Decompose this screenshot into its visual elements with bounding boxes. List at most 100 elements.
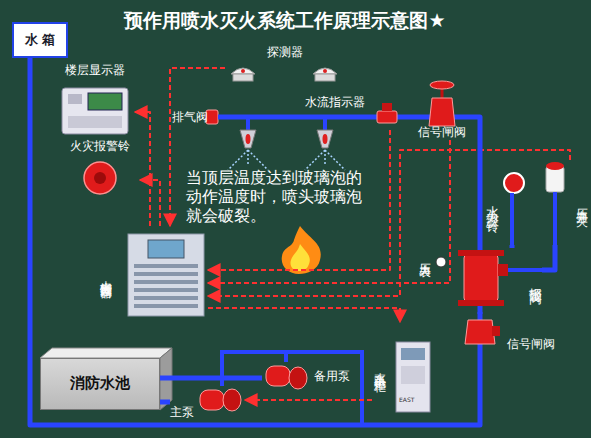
water-pipe bbox=[160, 376, 262, 381]
detector-group: 探测器 bbox=[225, 46, 345, 90]
water-pipe bbox=[510, 245, 515, 248]
fire-bell-dome bbox=[84, 162, 116, 194]
detector-led bbox=[241, 69, 245, 73]
water-pipe bbox=[160, 400, 170, 405]
sprinkler-drop bbox=[323, 117, 327, 130]
standby-pump: 备用泵 bbox=[262, 360, 350, 394]
node-label: 消防水池 bbox=[70, 375, 130, 392]
water-bell-dome bbox=[504, 173, 524, 193]
flow-indicator-body bbox=[377, 111, 397, 123]
node-label: 火灾报警控制器 bbox=[98, 271, 112, 278]
key-row bbox=[134, 264, 198, 268]
floor-display-screen bbox=[88, 93, 122, 110]
valve-handle bbox=[492, 326, 500, 336]
node-label: 报警阀 bbox=[527, 277, 542, 283]
signal-gate-valve: 信号闸阀 bbox=[410, 80, 474, 140]
signal-gate-valve: 信号闸阀 bbox=[455, 314, 555, 352]
pump-cabinet-body bbox=[396, 342, 430, 412]
node-label: 探测器 bbox=[267, 46, 303, 60]
spray-line bbox=[228, 150, 248, 170]
node-label: 水流指示器 bbox=[305, 96, 365, 110]
spray-line bbox=[305, 150, 325, 170]
node-label: 水 箱 bbox=[25, 33, 56, 48]
pool-top-face bbox=[40, 348, 172, 358]
alarm-valve-body bbox=[464, 254, 498, 302]
signal-line bbox=[208, 130, 390, 270]
water-pipe bbox=[478, 312, 483, 314]
sprinkler-head bbox=[317, 130, 333, 148]
pump-cabinet-panel bbox=[401, 366, 425, 384]
alarm-valve-flange bbox=[458, 300, 504, 306]
valve-handwheel bbox=[430, 81, 454, 89]
pump-outlet-pipe bbox=[284, 352, 288, 362]
signal-line bbox=[208, 150, 570, 296]
pump-outlet-pipe bbox=[222, 352, 362, 425]
smoke-detector-base bbox=[315, 74, 335, 81]
floor-display: 楼层显示器 bbox=[55, 64, 135, 138]
connector-group bbox=[30, 58, 570, 425]
sprinkler-drop bbox=[246, 117, 250, 130]
floor-display-panel bbox=[68, 116, 122, 128]
floor-display-keys bbox=[68, 94, 82, 104]
pump-cabinet-screen bbox=[401, 348, 425, 360]
detector-led bbox=[323, 69, 327, 73]
water-pipe bbox=[218, 115, 305, 120]
note-text: 当顶层温度达到玻璃泡的动作温度时，喷头玻璃泡就会破裂。 bbox=[186, 168, 366, 225]
node-label: 主泵 bbox=[170, 406, 194, 420]
fire-alarm-bell: 火灾报警铃 bbox=[60, 140, 140, 200]
fire-flame bbox=[282, 226, 321, 274]
gate-valve-body bbox=[465, 320, 495, 344]
smoke-detector bbox=[313, 68, 337, 74]
alarm-valve: 报警阀 bbox=[456, 248, 542, 312]
pressure-switch: 压力开关 bbox=[540, 160, 588, 245]
key-row bbox=[134, 288, 198, 292]
pressure-switch-cap bbox=[546, 162, 564, 170]
spray-line bbox=[247, 150, 249, 166]
exhaust-valve: 排气阀 bbox=[172, 105, 218, 131]
water-tank: 水 箱 bbox=[12, 22, 68, 58]
pipe bbox=[553, 192, 557, 245]
node-label: 信号闸阀 bbox=[418, 126, 466, 140]
pipe bbox=[510, 193, 514, 245]
pump-motor bbox=[266, 366, 290, 386]
controller-cabinet bbox=[128, 234, 204, 316]
floor-display-body bbox=[62, 88, 128, 134]
node-label: 压力表 bbox=[417, 254, 431, 257]
smoke-detector bbox=[231, 68, 255, 74]
controller-keypad bbox=[134, 264, 198, 308]
node-label: 楼层显示器 bbox=[65, 64, 125, 78]
pressure-gauge: 压力表 bbox=[414, 232, 434, 278]
water-pipe bbox=[400, 115, 410, 120]
flow-indicator-head bbox=[382, 103, 392, 111]
water-pipe bbox=[30, 58, 480, 425]
key-row bbox=[134, 304, 198, 308]
glass-bulb bbox=[246, 134, 251, 144]
signal-line bbox=[245, 399, 372, 401]
node-label: 水泵电控柜 bbox=[372, 363, 386, 373]
pump-volute bbox=[223, 389, 241, 411]
glass-bulb bbox=[323, 134, 328, 144]
pool-side-face bbox=[160, 348, 172, 410]
fire-pool: 消防水池 bbox=[40, 358, 160, 410]
pump-volute bbox=[289, 367, 307, 389]
node-label: 压力开关 bbox=[574, 199, 588, 207]
main-pump: 主泵 bbox=[170, 382, 245, 420]
signal-line bbox=[135, 112, 150, 226]
pressure-gauge-dial bbox=[436, 257, 446, 267]
smoke-detector-base bbox=[233, 74, 253, 81]
signal-line bbox=[208, 308, 400, 322]
fire-flame-core bbox=[290, 244, 309, 271]
pump-motor bbox=[200, 390, 224, 410]
key-row bbox=[134, 280, 198, 284]
node-label: 火灾报警铃 bbox=[70, 140, 130, 154]
node-label: 水力警铃 bbox=[485, 195, 500, 215]
water-pipe bbox=[542, 245, 555, 270]
node-label: 排气阀 bbox=[172, 111, 208, 125]
spray-line bbox=[325, 150, 345, 170]
water-motor-alarm: 水力警铃 bbox=[485, 165, 535, 245]
